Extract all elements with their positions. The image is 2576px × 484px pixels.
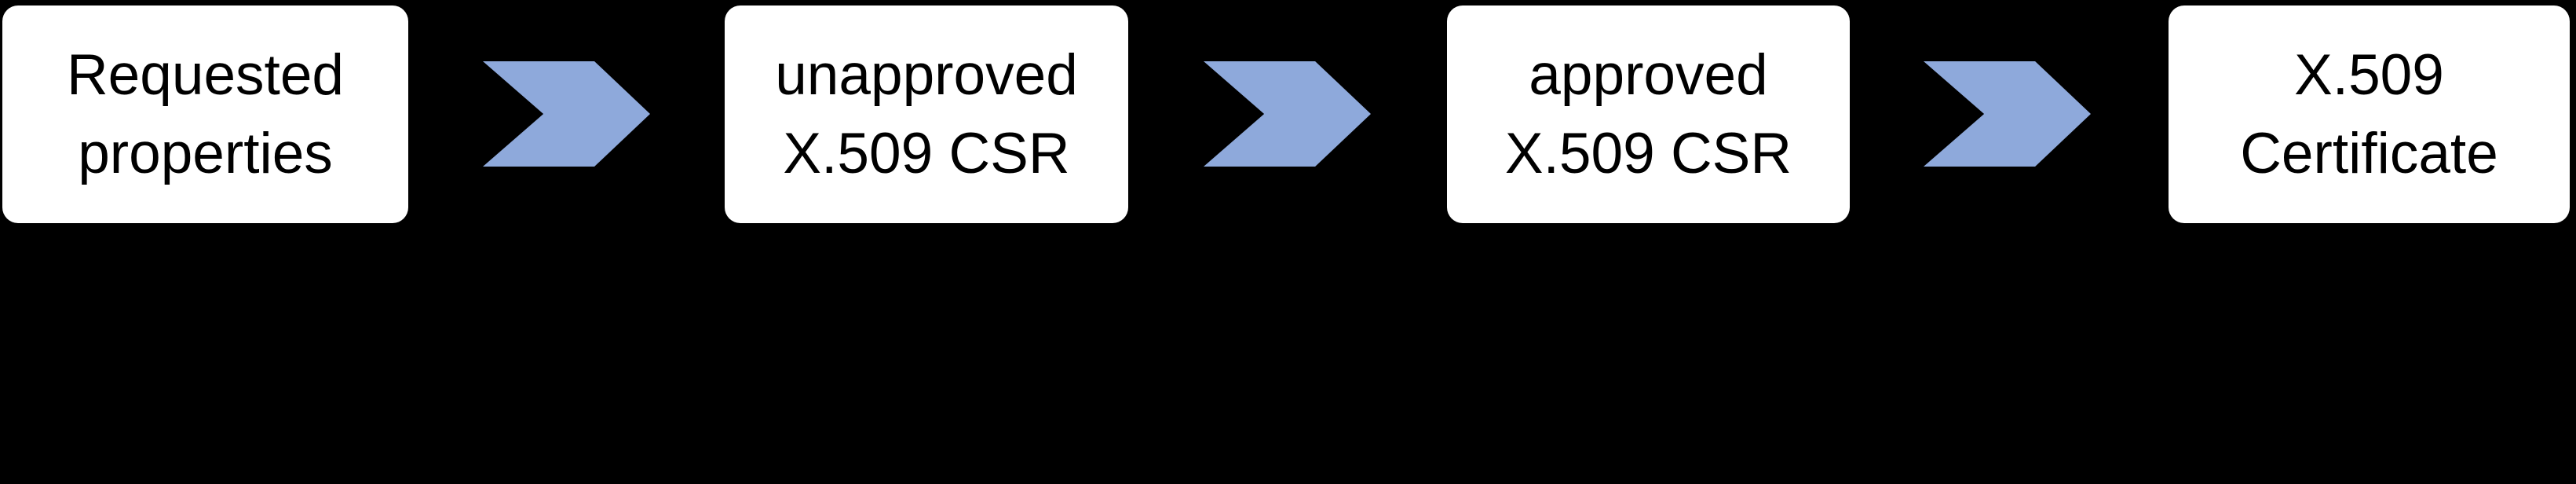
step-box-requested-properties: Requested properties bbox=[2, 6, 408, 223]
step-box-approved-csr: approved X.509 CSR bbox=[1447, 6, 1850, 223]
step-box-x509-certificate: X.509 Certificate bbox=[2169, 6, 2570, 223]
step-label-line: Certificate bbox=[2240, 121, 2498, 185]
step-label-line: X.509 CSR bbox=[783, 121, 1070, 185]
step-label-line: approved bbox=[1529, 42, 1768, 107]
step-label-line: X.509 CSR bbox=[1504, 121, 1792, 185]
step-label-line: unapproved bbox=[775, 42, 1078, 107]
step-label-line: Requested bbox=[66, 42, 345, 107]
step-label-line: properties bbox=[78, 121, 333, 185]
step-label-line: X.509 bbox=[2294, 42, 2444, 107]
chevron-right-icon bbox=[1204, 61, 1371, 167]
step-box-unapproved-csr: unapproved X.509 CSR bbox=[725, 6, 1128, 223]
chevron-right-icon bbox=[483, 61, 650, 167]
chevron-right-icon bbox=[1924, 61, 2091, 167]
